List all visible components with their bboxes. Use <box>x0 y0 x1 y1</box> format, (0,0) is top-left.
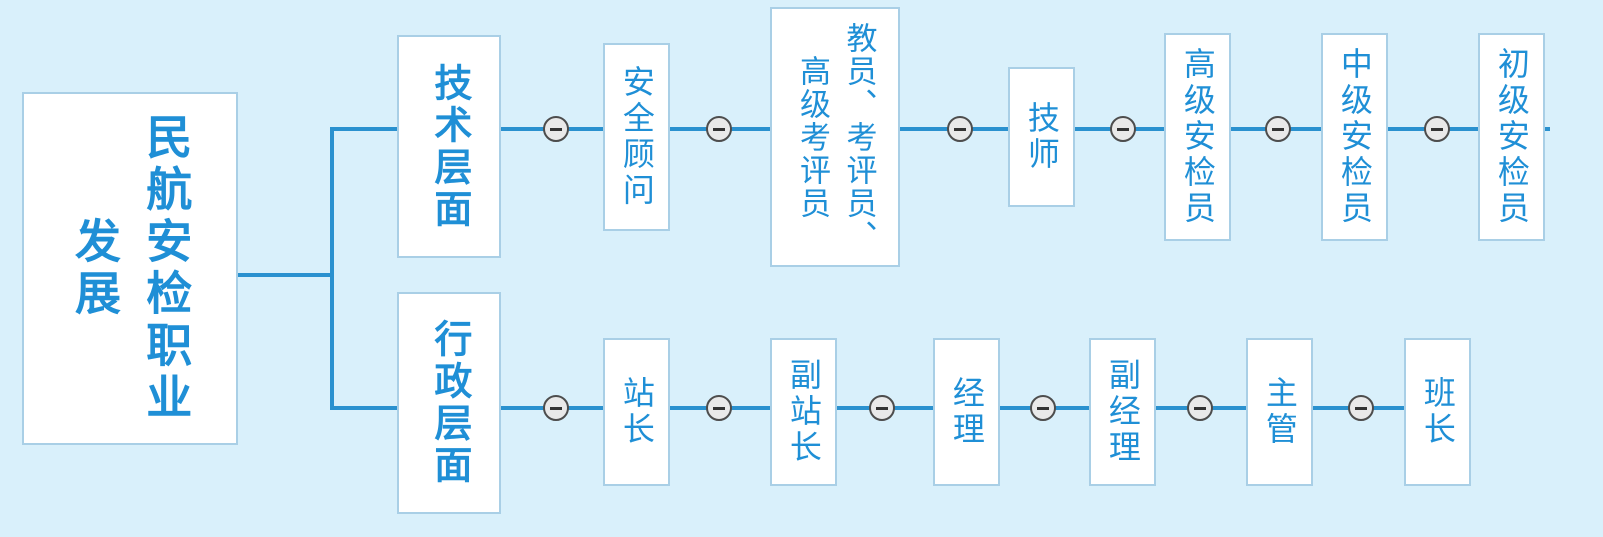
minus-connector-icon <box>706 395 732 421</box>
branch-vertical-line <box>330 127 334 410</box>
root-title: 民航安检职业发展 <box>68 112 194 425</box>
admin-node-label: 副经理 <box>1103 358 1142 466</box>
admin-node-label: 副站长 <box>784 358 823 466</box>
minus-connector-icon <box>706 116 732 142</box>
minus-connector-icon <box>1030 395 1056 421</box>
admin-node-manager: 经理 <box>933 338 1000 486</box>
admin-node-label: 班长 <box>1418 376 1457 448</box>
branch-connector-bottom <box>330 406 398 410</box>
admin-node-label: 经理 <box>947 376 986 448</box>
tech-node-label: 安全顾问 <box>617 65 656 209</box>
tech-node-label: 中级安检员 <box>1335 47 1374 227</box>
minus-connector-icon <box>1187 395 1213 421</box>
root-title-box: 民航安检职业发展 <box>22 92 238 445</box>
branch-technical-label: 技术层面 <box>427 62 472 231</box>
admin-node-team-leader: 班长 <box>1404 338 1471 486</box>
minus-connector-icon <box>543 395 569 421</box>
admin-node-deputy-station-head: 副站长 <box>770 338 837 486</box>
tech-node-label: 技师 <box>1022 101 1061 173</box>
admin-node-label: 站长 <box>617 376 656 448</box>
tech-node-label: 教员、考评员、高级考评员 <box>794 21 877 253</box>
tech-node-label: 初级安检员 <box>1492 47 1531 227</box>
tech-node-intermediate-inspector: 中级安检员 <box>1321 33 1388 241</box>
tech-node-label: 高级安检员 <box>1178 47 1217 227</box>
branch-connector-top <box>330 127 398 131</box>
tech-node-instructor: 教员、考评员、高级考评员 <box>770 7 900 267</box>
tech-node-senior-inspector: 高级安检员 <box>1164 33 1231 241</box>
branch-admin-box: 行政层面 <box>397 292 501 514</box>
admin-node-label: 主管 <box>1260 376 1299 448</box>
minus-connector-icon <box>1110 116 1136 142</box>
branch-admin-label: 行政层面 <box>427 319 472 487</box>
branch-technical-box: 技术层面 <box>397 35 501 258</box>
minus-connector-icon <box>947 116 973 142</box>
admin-node-station-head: 站长 <box>603 338 670 486</box>
admin-node-supervisor: 主管 <box>1246 338 1313 486</box>
minus-connector-icon <box>869 395 895 421</box>
admin-node-deputy-manager: 副经理 <box>1089 338 1156 486</box>
root-connector-line <box>236 273 332 277</box>
tech-node-junior-inspector: 初级安检员 <box>1478 33 1545 241</box>
tech-node-safety-consultant: 安全顾问 <box>603 43 670 231</box>
minus-connector-icon <box>543 116 569 142</box>
minus-connector-icon <box>1265 116 1291 142</box>
minus-connector-icon <box>1424 116 1450 142</box>
tech-node-technician: 技师 <box>1008 67 1075 207</box>
minus-connector-icon <box>1348 395 1374 421</box>
